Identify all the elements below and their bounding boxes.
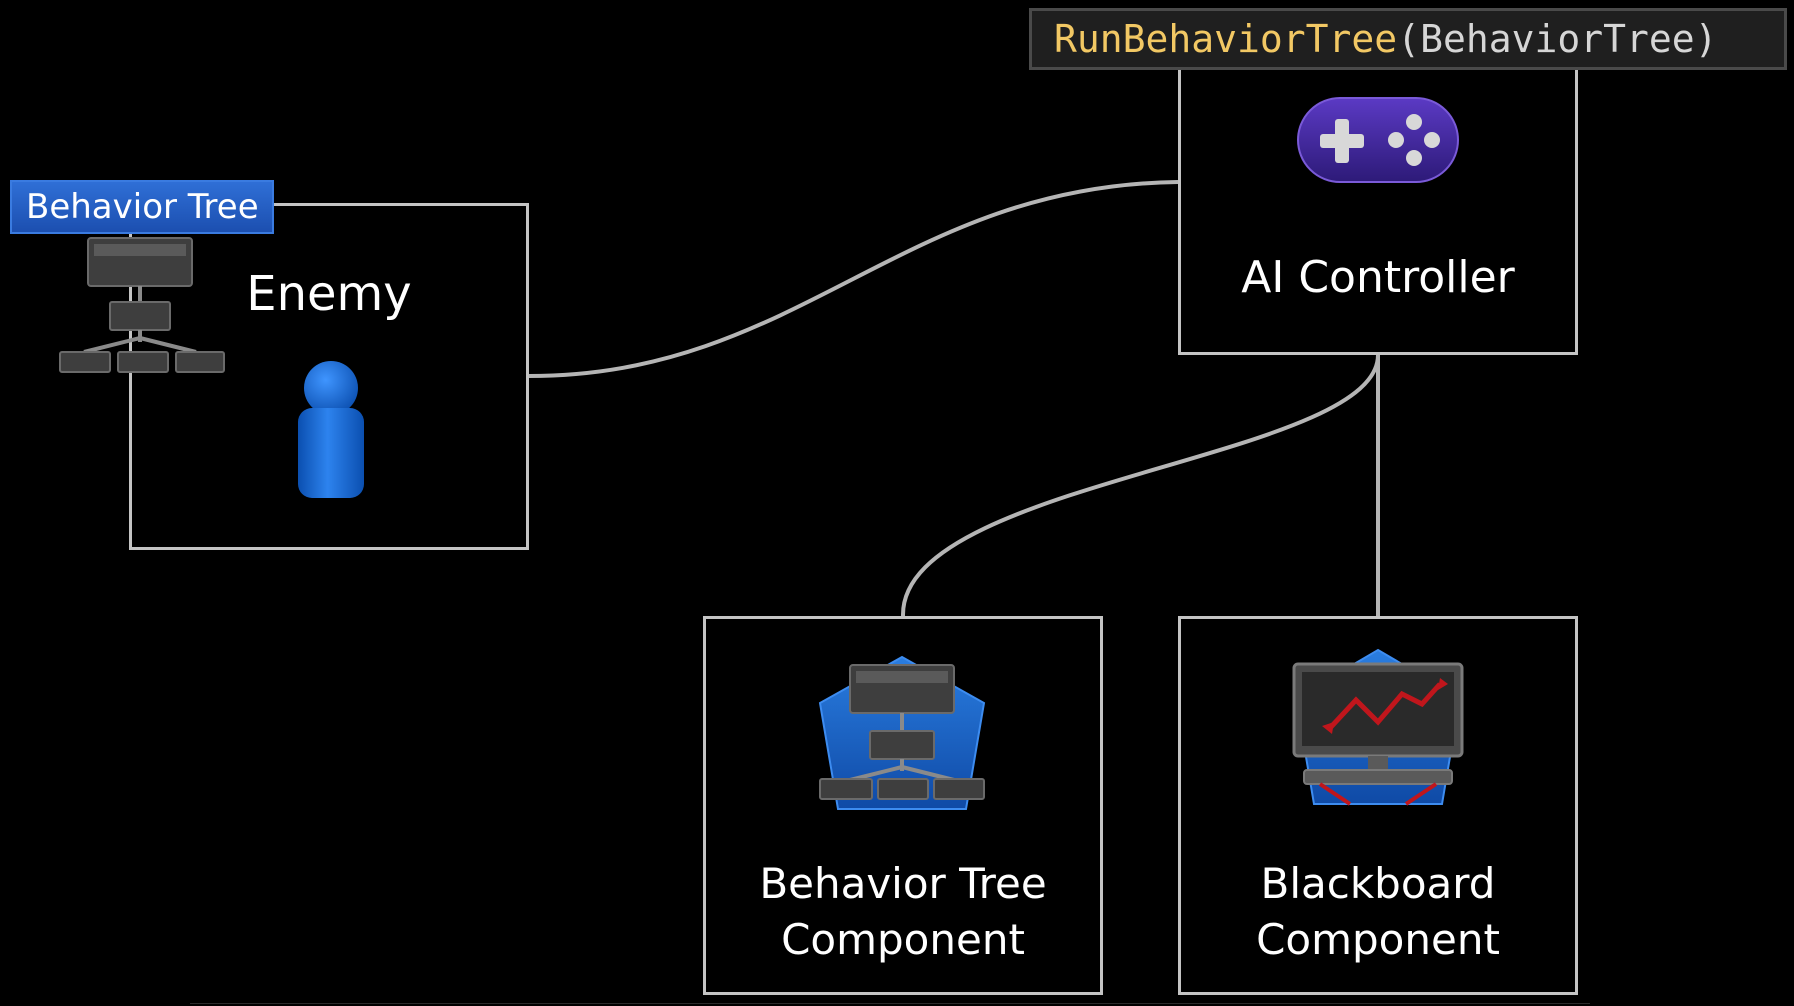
behavior-tree-tag: Behavior Tree (10, 180, 274, 234)
blackboard-component-title: Blackboard Component (1178, 856, 1578, 968)
person-icon (298, 361, 364, 498)
bottom-divider (190, 1003, 1590, 1004)
blackboard-monitor-icon (1292, 648, 1464, 806)
code-close-paren: ) (1694, 17, 1718, 61)
gamepad-icon (1297, 97, 1459, 183)
run-behavior-tree-code-banner: RunBehaviorTree(BehaviorTree) (1029, 8, 1787, 70)
behavior-tree-component-title-line1: Behavior Tree (759, 859, 1047, 908)
code-function-name: RunBehaviorTree (1054, 17, 1398, 61)
ai-controller-node (1178, 48, 1578, 355)
code-open-paren: ( (1397, 17, 1421, 61)
blackboard-component-node (1178, 616, 1578, 995)
ai-controller-title: AI Controller (1241, 252, 1515, 303)
behavior-tree-component-title: Behavior Tree Component (703, 856, 1103, 968)
connector-enemy-to-ai-controller (528, 180, 1179, 378)
behavior-tree-component-node (703, 616, 1103, 995)
connector-ai-controller-to-bt-component (900, 354, 1380, 617)
code-argument: BehaviorTree (1420, 17, 1695, 61)
behavior-tree-component-title-line2: Component (781, 915, 1025, 964)
behavior-tree-icon (59, 237, 225, 373)
enemy-title-text: Enemy (246, 266, 412, 322)
enemy-node (129, 203, 529, 550)
behavior-tree-component-icon (818, 655, 986, 810)
blackboard-component-title-line1: Blackboard (1260, 859, 1496, 908)
enemy-title: Enemy (129, 266, 529, 322)
blackboard-component-title-line2: Component (1256, 915, 1500, 964)
